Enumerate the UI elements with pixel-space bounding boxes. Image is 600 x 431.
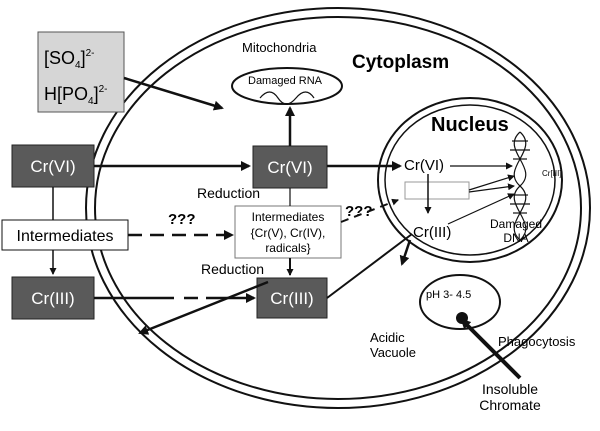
unknown-right-label: ??? — [345, 203, 373, 220]
cr-iii-cytoplasm-box — [256, 277, 328, 319]
insoluble-line1: Insoluble — [482, 381, 538, 397]
cr-vi-nucleus-label: Cr(VI) — [404, 157, 444, 174]
acidic-vacuole-line2: Vacuole — [370, 345, 416, 360]
arrow-anions-to-cell — [123, 76, 224, 111]
ph-label: pH 3- 4.5 — [426, 289, 471, 301]
arrows-group — [49, 76, 522, 380]
unknown-left-label: ??? — [168, 211, 196, 228]
cr-vi-outside-box — [11, 144, 95, 188]
cell-inner-membrane — [94, 16, 582, 400]
dna-helix-icon — [510, 131, 530, 241]
cr-iii-outside-box — [11, 276, 95, 320]
nucleus-intermediate-box — [404, 181, 470, 200]
cr-vi-cytoplasm-label: Cr(VI) — [267, 158, 312, 177]
intermediates-inside-line1: Intermediates — [252, 210, 325, 224]
insoluble-line2: Chromate — [479, 397, 541, 413]
reduction-bottom-label: Reduction — [201, 261, 264, 277]
arrow-phagocytosis — [460, 318, 522, 380]
intermediates-outside-box — [1, 219, 129, 251]
cr-iii-dna-label: Cr[III] — [542, 169, 562, 178]
damaged-dna-line1: Damaged — [490, 217, 542, 231]
phosphate-label: H[PO4]2- — [44, 84, 108, 107]
acidic-vacuole-line1: Acidic — [370, 330, 405, 345]
acidic-vacuole-shape — [419, 274, 501, 330]
nucleus-label: Nucleus — [431, 114, 509, 136]
arrow-intermediates-to-nucleus — [340, 198, 399, 223]
arrow-cr-iii-to-dna — [447, 193, 515, 225]
cytoplasm-label: Cytoplasm — [352, 52, 449, 73]
damaged-dna-line2: DNA — [503, 231, 528, 245]
cr-iii-outside-label: Cr(III) — [31, 289, 74, 308]
arrow-nucleus-to-vacuole — [399, 239, 412, 266]
sulfate-label: [SO4]2- — [44, 48, 95, 71]
arrow-box-to-dna-2 — [468, 183, 515, 193]
damaged-rna-label: Damaged RNA — [248, 75, 323, 87]
nucleus-outer-membrane — [377, 97, 563, 263]
anion-box — [37, 31, 125, 113]
reduction-top-label: Reduction — [197, 185, 260, 201]
nucleus-inner-membrane — [384, 104, 556, 256]
phagocytosis-label: Phagocytosis — [498, 334, 576, 349]
intermediates-inside-line3: radicals} — [265, 241, 310, 255]
cr-iii-cytoplasm-label: Cr(III) — [270, 289, 313, 308]
cell-outer-membrane — [85, 7, 591, 409]
intermediates-inside-line2: {Cr(V), Cr(IV), — [251, 226, 326, 240]
cr-vi-outside-label: Cr(VI) — [30, 157, 75, 176]
intermediates-outside-label: Intermediates — [17, 228, 114, 245]
rna-strand-icon — [259, 91, 315, 105]
arrow-cr-iii-to-vacuole — [326, 233, 413, 299]
mitochondria-label: Mitochondria — [242, 40, 317, 55]
arrow-cr-iii-exit — [138, 280, 269, 335]
arrow-box-to-dna — [468, 174, 515, 191]
cr-iii-nucleus-label: Cr(III) — [413, 224, 451, 241]
intermediates-inside-box — [234, 205, 342, 259]
